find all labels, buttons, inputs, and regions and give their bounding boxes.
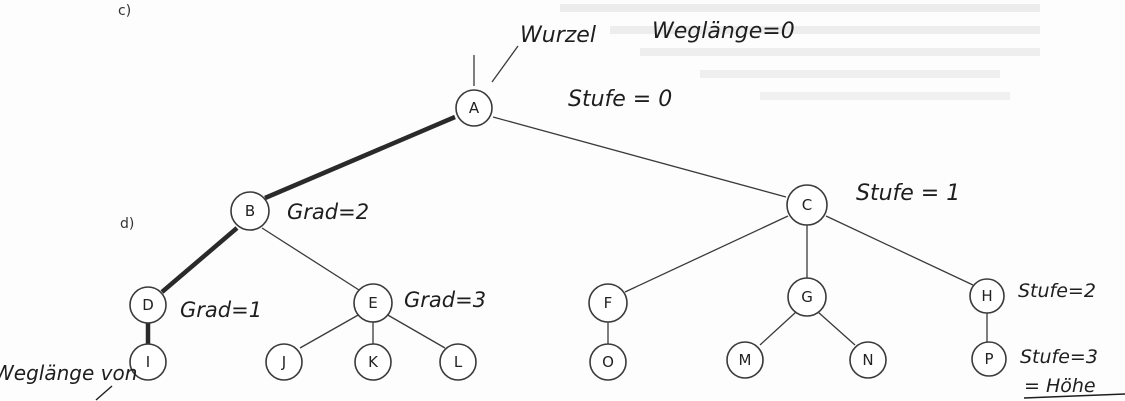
annotation-hoehe: = Höhe <box>1024 375 1096 397</box>
weglaenge-von-pointer-line <box>95 385 113 401</box>
section-label-c: c) <box>118 3 131 19</box>
annotation-grad-e: Grad=3 <box>404 288 486 312</box>
annotation-stufe-0: Stufe = 0 <box>568 87 672 112</box>
annotation-stufe-1: Stufe = 1 <box>856 181 960 206</box>
node-l: L <box>439 343 477 381</box>
annotation-weglaenge: Weglänge=0 <box>652 19 795 44</box>
node-p: P <box>971 341 1007 377</box>
edge-g-m <box>759 311 797 346</box>
node-k: K <box>354 343 392 381</box>
node-a: A <box>455 89 493 127</box>
node-p-label: P <box>984 350 993 368</box>
node-g-label: G <box>801 288 813 306</box>
edge-g-n <box>817 311 856 346</box>
annotation-wurzel: Wurzel <box>520 23 596 48</box>
tree-edges <box>145 114 988 349</box>
node-d: D <box>129 286 167 324</box>
edge-c-h <box>825 215 974 286</box>
node-o-label: O <box>602 353 614 371</box>
node-n: N <box>849 341 887 379</box>
node-e-label: E <box>368 294 377 312</box>
node-b: B <box>230 191 270 231</box>
node-e: E <box>353 283 393 323</box>
section-label-d: d) <box>120 216 134 232</box>
node-o: O <box>589 343 627 381</box>
edge-a-b <box>264 114 456 201</box>
node-i: I <box>129 343 167 381</box>
node-h: H <box>969 278 1005 314</box>
node-g: G <box>787 277 827 317</box>
node-b-label: B <box>245 202 255 220</box>
node-n-label: N <box>862 351 873 369</box>
edge-a-c <box>492 116 787 198</box>
annotation-grad-d: Grad=1 <box>180 298 262 322</box>
annotation-weglaenge-von: Weglänge von <box>0 361 137 385</box>
node-f: F <box>588 283 628 323</box>
background-show-through <box>560 4 1040 100</box>
edge-b-e <box>261 227 360 291</box>
hoehe-underline <box>1023 393 1125 399</box>
node-l-label: L <box>454 353 463 371</box>
node-c: C <box>786 184 828 226</box>
edge-e-j <box>299 313 361 349</box>
node-d-label: D <box>142 296 154 314</box>
node-j: J <box>265 343 303 381</box>
node-k-label: K <box>368 353 379 371</box>
node-c-label: C <box>802 196 812 214</box>
annotation-stufe-3: Stufe=3 <box>1020 346 1098 368</box>
node-h-label: H <box>981 287 992 305</box>
edge-c-f <box>624 215 789 293</box>
node-i-label: I <box>146 353 150 371</box>
node-m-label: M <box>739 351 752 369</box>
node-a-label: A <box>469 99 480 117</box>
node-j-label: J <box>281 353 286 371</box>
wurzel-pointer-line <box>491 45 519 83</box>
annotation-grad-b: Grad=2 <box>287 200 369 224</box>
edge-b-d <box>160 226 239 294</box>
node-m: M <box>726 341 764 379</box>
annotation-stufe-2: Stufe=2 <box>1018 280 1096 302</box>
node-f-label: F <box>604 294 613 312</box>
edge-e-l <box>385 313 446 349</box>
